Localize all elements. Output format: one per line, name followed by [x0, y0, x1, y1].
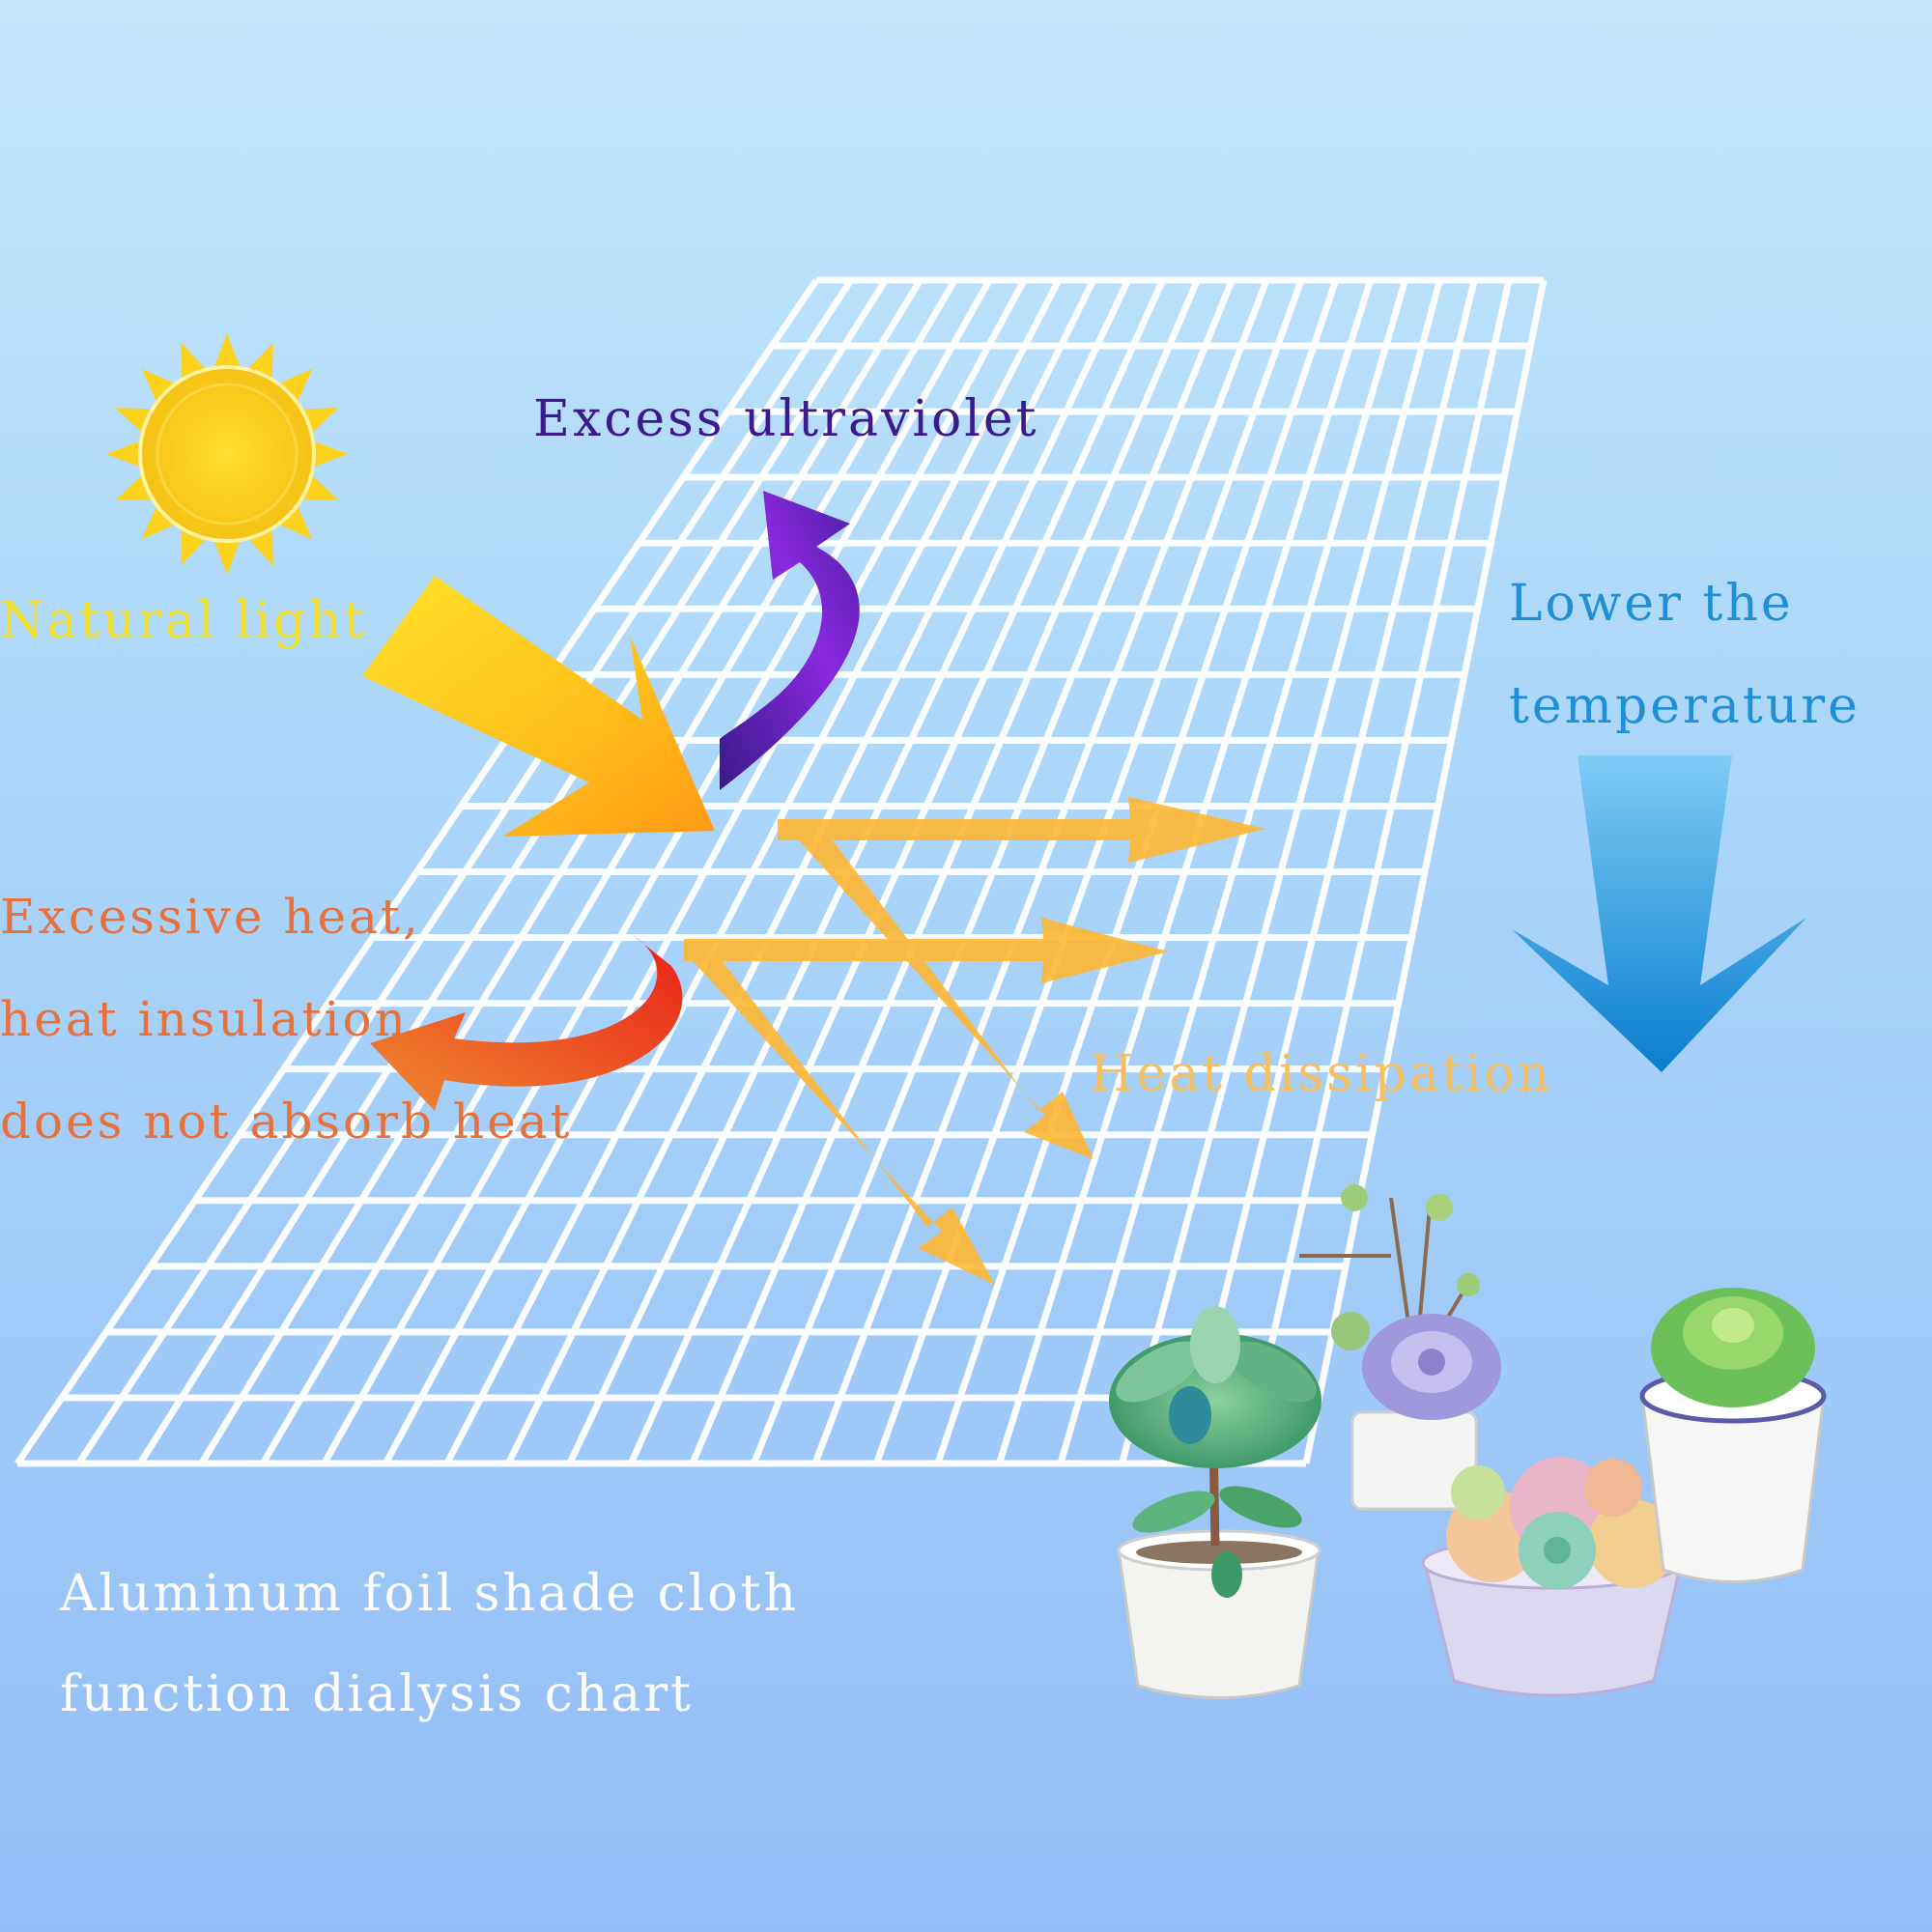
excessive-heat-line-2: heat insulation — [0, 991, 409, 1047]
excessive-heat-line-1: Excessive heat, — [0, 889, 421, 945]
lower-temperature-label: Lower the temperature — [1509, 553, 1861, 757]
potted-succulents — [1109, 1184, 1827, 1699]
excessive-heat-label: Excessive heat, heat insulation does not… — [0, 866, 573, 1173]
down-arrow-icon — [1512, 755, 1806, 1072]
chart-caption-line-2: function dialysis chart — [60, 1665, 695, 1723]
dissipation-arrows-icon — [684, 797, 1265, 1285]
lower-temperature-line-2: temperature — [1509, 677, 1861, 735]
heat-curved-arrow-icon — [370, 935, 683, 1111]
light-arrow-icon — [362, 576, 715, 837]
chart-caption: Aluminum foil shade cloth function dialy… — [60, 1544, 799, 1745]
chart-caption-line-1: Aluminum foil shade cloth — [60, 1565, 799, 1623]
uv-curved-arrow-icon — [720, 491, 860, 790]
lower-temperature-line-1: Lower the — [1509, 575, 1794, 633]
excessive-heat-line-3: does not absorb heat — [0, 1094, 573, 1150]
sun-icon — [106, 333, 348, 575]
heat-dissipation-label: Heat dissipation — [1090, 1045, 1553, 1103]
shade-cloth-grid — [14, 276, 1548, 1467]
excess-ultraviolet-label: Excess ultraviolet — [533, 390, 1039, 448]
natural-light-label: Natural light — [0, 592, 367, 650]
